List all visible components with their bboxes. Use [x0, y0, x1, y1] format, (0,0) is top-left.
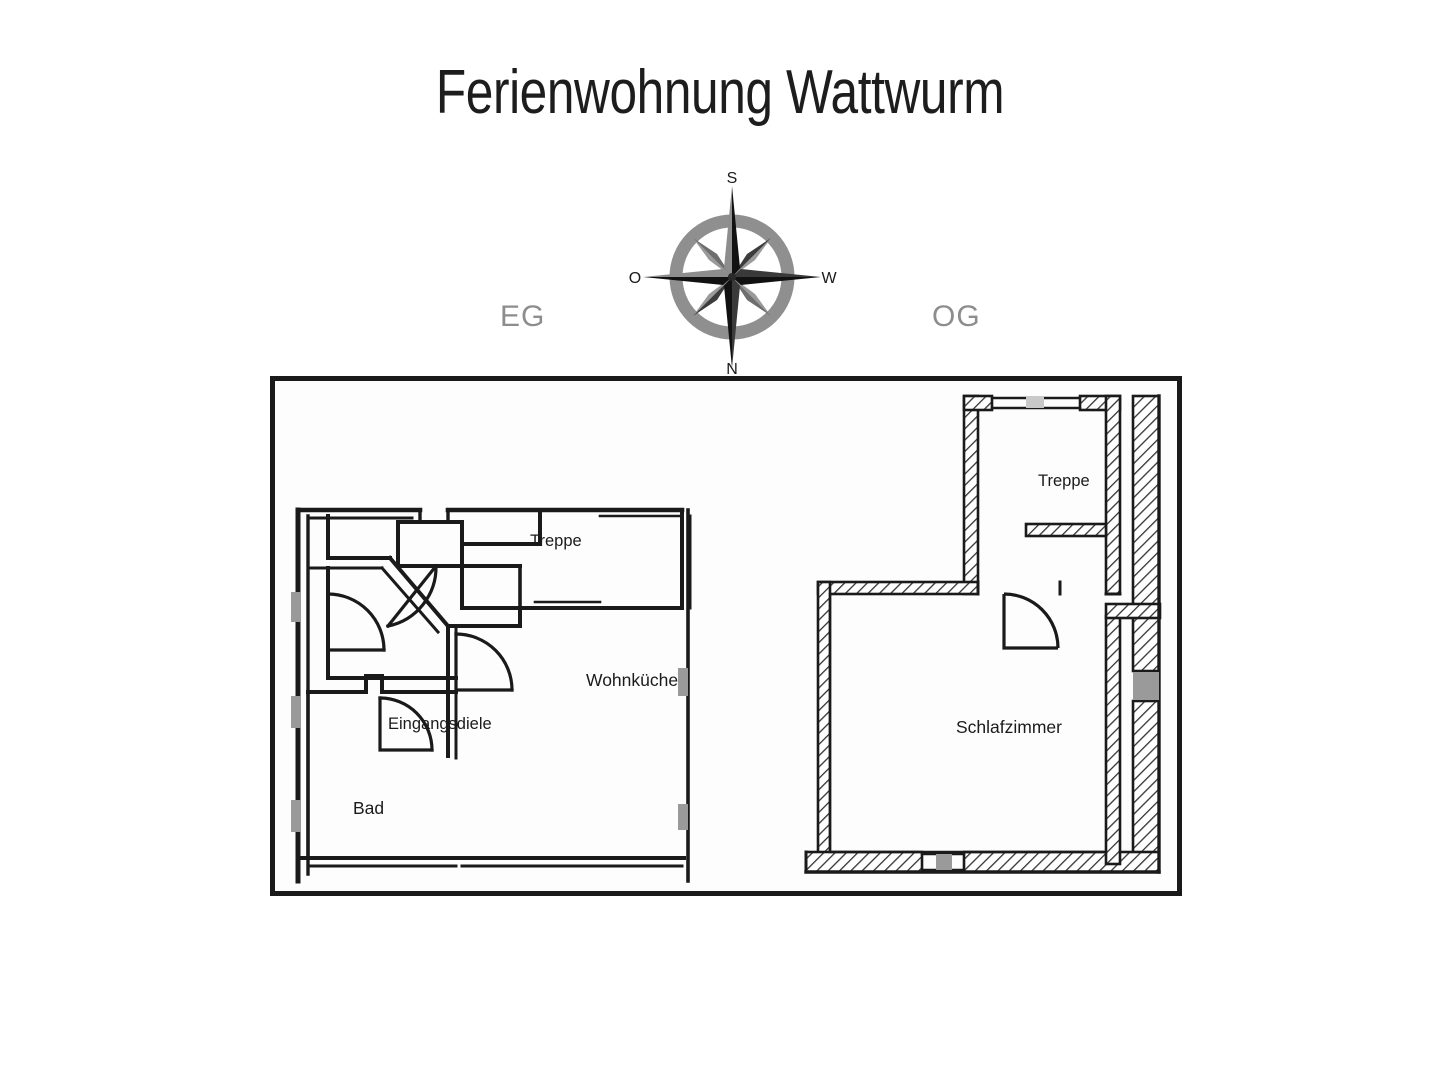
eg-window-left-3 — [291, 800, 301, 832]
og-wall-right-lower — [1131, 699, 1161, 873]
og-door-leaf-schlaf — [1002, 594, 1058, 650]
og-wall-schlaf-top — [816, 580, 980, 596]
og-window-right — [1133, 672, 1159, 700]
eg-door-arc-entrance-outer — [326, 592, 386, 652]
eg-window-left-1 — [291, 592, 301, 622]
room-label-schlafzimmer: Schlafzimmer — [956, 717, 1062, 737]
room-label-eingangsdiele: Eingangsdiele — [388, 715, 492, 733]
compass-label-right: W — [821, 270, 837, 287]
compass-label-bottom: N — [726, 361, 738, 375]
og-door-arc-schlaf — [1003, 592, 1060, 649]
eg-door-arc-bad — [378, 696, 434, 752]
page-title: Ferienwohnung Wattwurm — [435, 58, 1005, 127]
compass-star-diagonals — [693, 238, 771, 316]
floor-label-eg: EG — [500, 300, 546, 333]
floorplan-drawing: Treppe Wohnküche Eingangsdiele Bad — [270, 376, 1182, 896]
og-wall-outlines — [804, 394, 1161, 874]
og-wall-schlaf-left — [816, 580, 832, 866]
og-window-bottom — [936, 854, 952, 870]
compass-label-top: S — [727, 170, 738, 187]
og-walls-hatched — [804, 394, 1162, 874]
og-wall-treppe-top-a — [962, 394, 994, 412]
eg-wall-diagonal-outer — [387, 555, 451, 629]
eg-windows — [291, 592, 688, 832]
compass-rose: S N O W — [627, 170, 837, 375]
og-wall-schlaf-bottom-b — [962, 850, 1161, 874]
og-wall-treppe-partition — [1024, 522, 1108, 538]
og-wall-schlaf-bottom-a — [804, 850, 924, 874]
og-wall-treppe-right — [1104, 394, 1122, 596]
og-wall-schlaf-right — [1104, 614, 1122, 866]
plan-outer-frame — [270, 376, 1182, 896]
room-label-treppe-og: Treppe — [1038, 472, 1090, 490]
room-label-treppe-eg: Treppe — [530, 532, 582, 550]
og-windows — [936, 396, 1159, 870]
eg-door-arc-diele — [386, 564, 438, 628]
room-label-bad: Bad — [353, 798, 384, 818]
eg-door-leaf-kueche — [454, 632, 514, 692]
og-wall-right-upper — [1131, 394, 1161, 673]
eg-door-arc-kueche — [454, 632, 514, 692]
og-schlaf-inner-outline — [828, 592, 1108, 854]
floor-label-og: OG — [932, 300, 981, 333]
eg-door-leaf-bad — [378, 696, 434, 752]
room-label-wohnkueche: Wohnküche — [586, 670, 678, 690]
compass-label-left: O — [629, 270, 641, 287]
og-doors — [1002, 592, 1060, 650]
eg-window-right-2 — [678, 804, 688, 830]
eg-door-leaf-entrance — [326, 592, 386, 652]
floorplan-eg — [295, 507, 692, 884]
compass-center — [728, 273, 736, 281]
og-wall-treppe-left — [962, 394, 980, 596]
og-window-treppe-top — [1026, 396, 1044, 408]
eg-window-left-2 — [291, 696, 301, 728]
eg-window-right-1 — [678, 668, 688, 696]
eg-door-leaf-diele — [385, 563, 439, 629]
compass-star-cardinals — [643, 186, 821, 368]
og-wall-schlaf-connector — [1104, 602, 1162, 620]
